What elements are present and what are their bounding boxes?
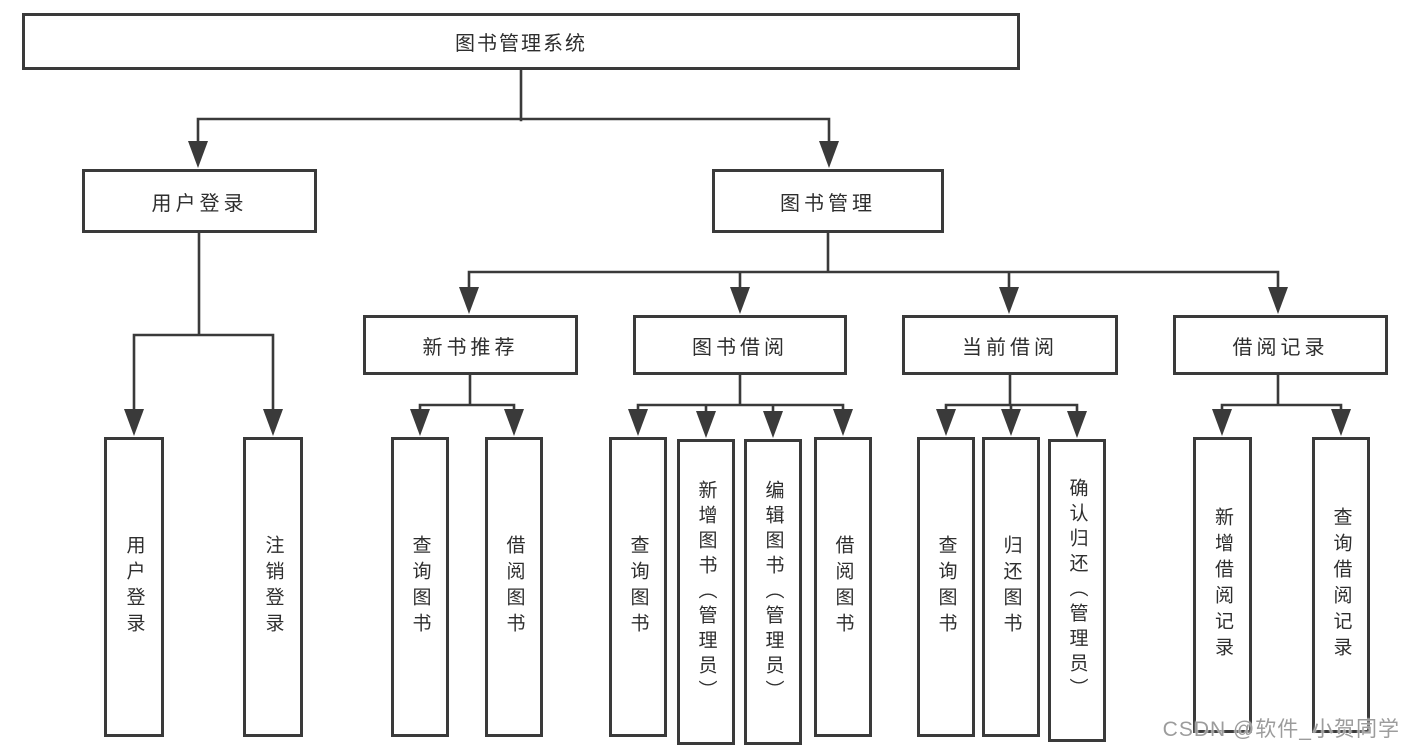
node-label: 图书借阅 [692, 336, 788, 359]
leaf-user-login: 用户登录 [104, 437, 164, 737]
leaf-edit-books-admin: 编辑图书（管理员） [744, 439, 802, 745]
arrowhead [188, 141, 208, 168]
leaf-logout: 注销登录 [243, 437, 303, 737]
leaf-label: 借阅图书 [503, 535, 525, 639]
node-book-borrowing: 图书借阅 [633, 315, 847, 375]
leaf-label: 查询图书 [409, 535, 431, 639]
arrowhead [696, 411, 716, 438]
leaf-return-books: 归还图书 [982, 437, 1040, 737]
arrowhead [459, 287, 479, 314]
leaf-label: 借阅图书 [832, 535, 854, 639]
leaf-borrow-books-recommend: 借阅图书 [485, 437, 543, 737]
connector-user-login [132, 231, 275, 418]
connector-new-book-recommendation [418, 373, 516, 418]
leaf-add-books-admin: 新增图书（管理员） [677, 439, 735, 745]
leaf-label: 编辑图书（管理员） [762, 479, 784, 705]
node-label: 借阅记录 [1232, 336, 1329, 359]
node-borrowing-records: 借阅记录 [1173, 315, 1388, 375]
arrowhead [504, 409, 524, 436]
arrowhead [628, 409, 648, 436]
leaf-query-books-current: 查询图书 [917, 437, 975, 737]
leaf-query-books-borrowing: 查询图书 [609, 437, 667, 737]
leaf-label: 查询图书 [627, 535, 649, 639]
node-user-login: 用户登录 [82, 169, 317, 233]
arrowhead [1001, 409, 1021, 436]
leaf-label: 新增图书（管理员） [695, 479, 717, 705]
watermark: CSDN @软件_小贺同学 [1162, 718, 1400, 741]
node-label: 新书推荐 [422, 336, 519, 359]
leaf-confirm-return-admin: 确认归还（管理员） [1048, 439, 1106, 742]
node-label: 图书管理 [780, 192, 876, 215]
node-label: 用户登录 [151, 192, 248, 215]
leaf-label: 查询图书 [935, 535, 957, 639]
leaf-label: 用户登录 [123, 535, 145, 639]
arrowhead [1067, 411, 1087, 438]
leaf-query-borrow-record: 查询借阅记录 [1312, 437, 1370, 733]
connector-book-borrowing [636, 373, 845, 420]
connector-paths [132, 68, 1343, 420]
leaf-query-books-recommend: 查询图书 [391, 437, 449, 737]
node-label: 图书管理系统 [455, 33, 587, 55]
leaf-add-borrow-record: 新增借阅记录 [1193, 437, 1252, 733]
arrowheads [124, 141, 1351, 438]
leaf-label: 查询借阅记录 [1330, 507, 1352, 663]
leaf-label: 归还图书 [1000, 535, 1022, 639]
arrowhead [1268, 287, 1288, 314]
arrowhead [410, 409, 430, 436]
arrowhead [833, 409, 853, 436]
arrowhead [1331, 409, 1351, 436]
leaf-borrow-books-borrowing: 借阅图书 [814, 437, 872, 737]
connector-root [196, 68, 831, 150]
arrowhead [999, 287, 1019, 314]
connector-book-management [467, 231, 1280, 296]
arrowhead [936, 409, 956, 436]
arrowhead [1212, 409, 1232, 436]
node-book-management: 图书管理 [712, 169, 944, 233]
node-library-system: 图书管理系统 [22, 13, 1020, 70]
leaf-label: 注销登录 [262, 535, 284, 639]
arrowhead [263, 409, 283, 436]
leaf-label: 确认归还（管理员） [1066, 478, 1088, 703]
arrowhead [819, 141, 839, 168]
leaf-label: 新增借阅记录 [1212, 507, 1233, 663]
node-label: 当前借阅 [962, 336, 1058, 359]
arrowhead [124, 409, 144, 436]
arrowhead [763, 411, 783, 438]
node-current-borrowing: 当前借阅 [902, 315, 1118, 375]
arrowhead [730, 287, 750, 314]
node-new-book-recommendation: 新书推荐 [363, 315, 578, 375]
connector-borrowing-records [1220, 373, 1343, 418]
